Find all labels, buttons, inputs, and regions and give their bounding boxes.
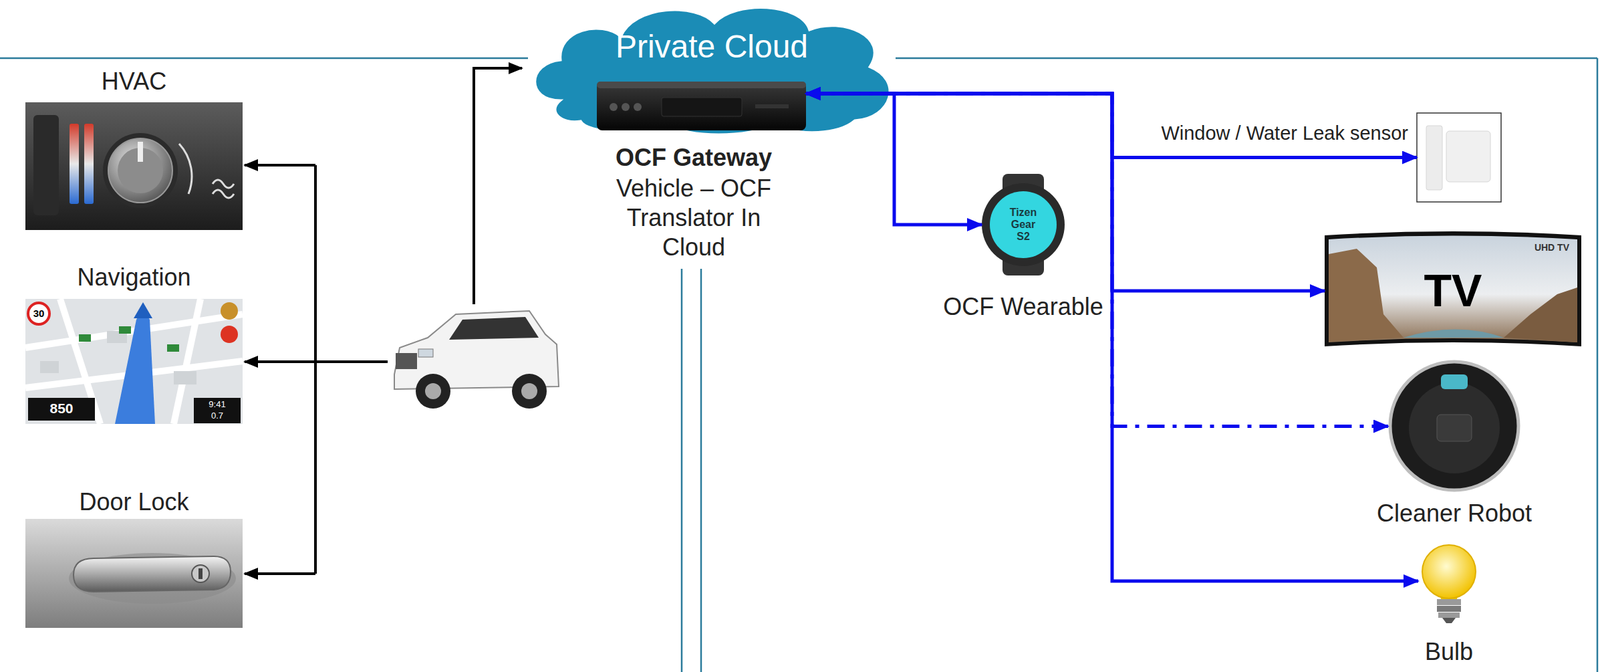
tv-device: TV UHD TV — [1324, 233, 1582, 348]
tv-title: TV — [1324, 263, 1582, 317]
robot-device: Cleaner Robot — [1388, 360, 1521, 492]
gateway-title: OCF Gateway — [593, 143, 794, 172]
door-lock-box: Door Lock — [25, 518, 243, 628]
cloud-gateway: Private CloudOCF GatewayVehicle – OCF Tr… — [520, 0, 903, 133]
watch-face-text: Tizen Gear S2 — [1005, 206, 1041, 243]
node-label: OCF Wearable — [936, 292, 1111, 321]
bulb-device: Bulb — [1418, 538, 1480, 623]
node-label: Window / Water Leak sensor — [1160, 122, 1409, 145]
gateway-description: Vehicle – OCF Translator In Cloud — [593, 173, 794, 262]
bulb-illustration — [1422, 544, 1476, 623]
watch-illustration — [981, 173, 1065, 276]
sensor-illustration — [1416, 112, 1502, 202]
node-label: Navigation — [25, 263, 243, 291]
double-divider — [681, 268, 702, 672]
cloud-shape — [535, 8, 890, 135]
wearable-device: Tizen Gear S2OCF Wearable — [981, 183, 1065, 266]
brand-badge: UHD TV — [1534, 241, 1570, 253]
vehicle-wire — [244, 68, 522, 574]
cloud-title: Private Cloud — [520, 28, 903, 65]
node-label: Door Lock — [25, 487, 243, 516]
distance-value: 0.7 — [193, 411, 241, 422]
distance-value: 850 — [28, 400, 95, 417]
connector-arrow — [806, 93, 982, 225]
car-illustration — [394, 310, 559, 409]
node-label: HVAC — [25, 67, 243, 95]
hvac-illustration — [25, 102, 243, 230]
navigation-illustration — [25, 298, 243, 424]
tv-illustration — [1324, 231, 1582, 347]
navigation-box: Navigation308509:410.7 — [25, 298, 243, 424]
speed-limit: 30 — [28, 307, 50, 319]
gateway-device — [596, 81, 807, 131]
clock-time: 9:41 — [193, 399, 241, 410]
sensor-device: Window / Water Leak sensor — [1416, 112, 1502, 202]
door-lock-illustration — [25, 518, 243, 628]
node-label: Cleaner Robot — [1368, 499, 1541, 527]
robot-illustration — [1390, 361, 1519, 490]
connector-arrow — [806, 93, 1419, 581]
hvac-box: HVAC — [25, 102, 243, 230]
node-label: Bulb — [1391, 637, 1507, 665]
frame-line — [0, 58, 1598, 672]
